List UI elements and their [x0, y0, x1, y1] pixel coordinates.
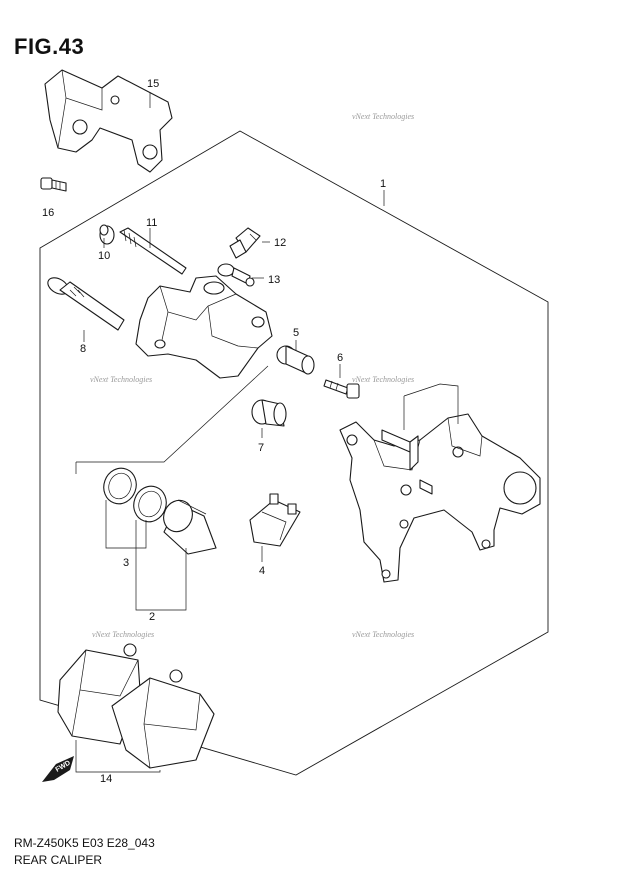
- figure-title: FIG.43: [14, 34, 85, 59]
- callout-6: 6: [337, 352, 343, 364]
- leader-line: [135, 520, 187, 611]
- leader-line: [76, 365, 269, 463]
- leader-line: [105, 500, 147, 549]
- callout-13: 13: [268, 274, 280, 286]
- part-3-seals: [103, 467, 167, 523]
- callout-16: 16: [42, 207, 54, 219]
- part-6-bolt: [323, 379, 360, 399]
- callout-11: 11: [146, 217, 157, 229]
- callout-leaders: [83, 92, 385, 562]
- part-10-cap: [99, 224, 115, 245]
- watermark-text: vNext Technologies: [92, 630, 154, 639]
- part-11-pin: [119, 227, 187, 275]
- caliper-bracket: [339, 413, 541, 583]
- caliper-body: [135, 275, 273, 379]
- part-16-bolt: [40, 177, 67, 192]
- callout-2: 2: [149, 611, 155, 623]
- assembly-outline: [39, 130, 549, 776]
- callout-1: 1: [380, 178, 386, 190]
- callout-4: 4: [259, 565, 265, 577]
- part-13-clip: [217, 263, 255, 287]
- part-5-sleeve: [276, 345, 315, 375]
- callout-14: 14: [100, 773, 112, 785]
- callout-5: 5: [293, 327, 299, 339]
- part-4-pad-spring: [249, 493, 301, 547]
- part-2-piston: [163, 499, 217, 555]
- part-8-slide-pin: [47, 277, 125, 331]
- callout-3: 3: [123, 557, 129, 569]
- callout-8: 8: [80, 343, 86, 355]
- callout-7: 7: [258, 442, 264, 454]
- part-15-bracket: [44, 69, 173, 173]
- watermark-text: vNext Technologies: [90, 375, 152, 384]
- fwd-arrow-icon: FWD: [42, 756, 74, 782]
- part-7-boot: [251, 399, 287, 427]
- figure-name: REAR CALIPER: [14, 853, 103, 867]
- watermark-group: vNext Technologies vNext Technologies vN…: [90, 112, 414, 639]
- callout-12: 12: [274, 237, 286, 249]
- watermark-text: vNext Technologies: [352, 112, 414, 121]
- leader-line: [403, 383, 459, 424]
- watermark-text: vNext Technologies: [352, 375, 414, 384]
- figure-code: RM-Z450K5 E03 E28_043: [14, 836, 155, 850]
- callouts: 15 16 1 11 10 12 13 8 5 6 7 3 4 2 14: [42, 78, 386, 785]
- part-14-brake-pads: [57, 643, 215, 769]
- callout-10: 10: [98, 250, 110, 262]
- leader-line: [75, 740, 161, 773]
- part-12-bleeder: [229, 227, 261, 259]
- watermark-text: vNext Technologies: [352, 630, 414, 639]
- callout-15: 15: [147, 78, 159, 90]
